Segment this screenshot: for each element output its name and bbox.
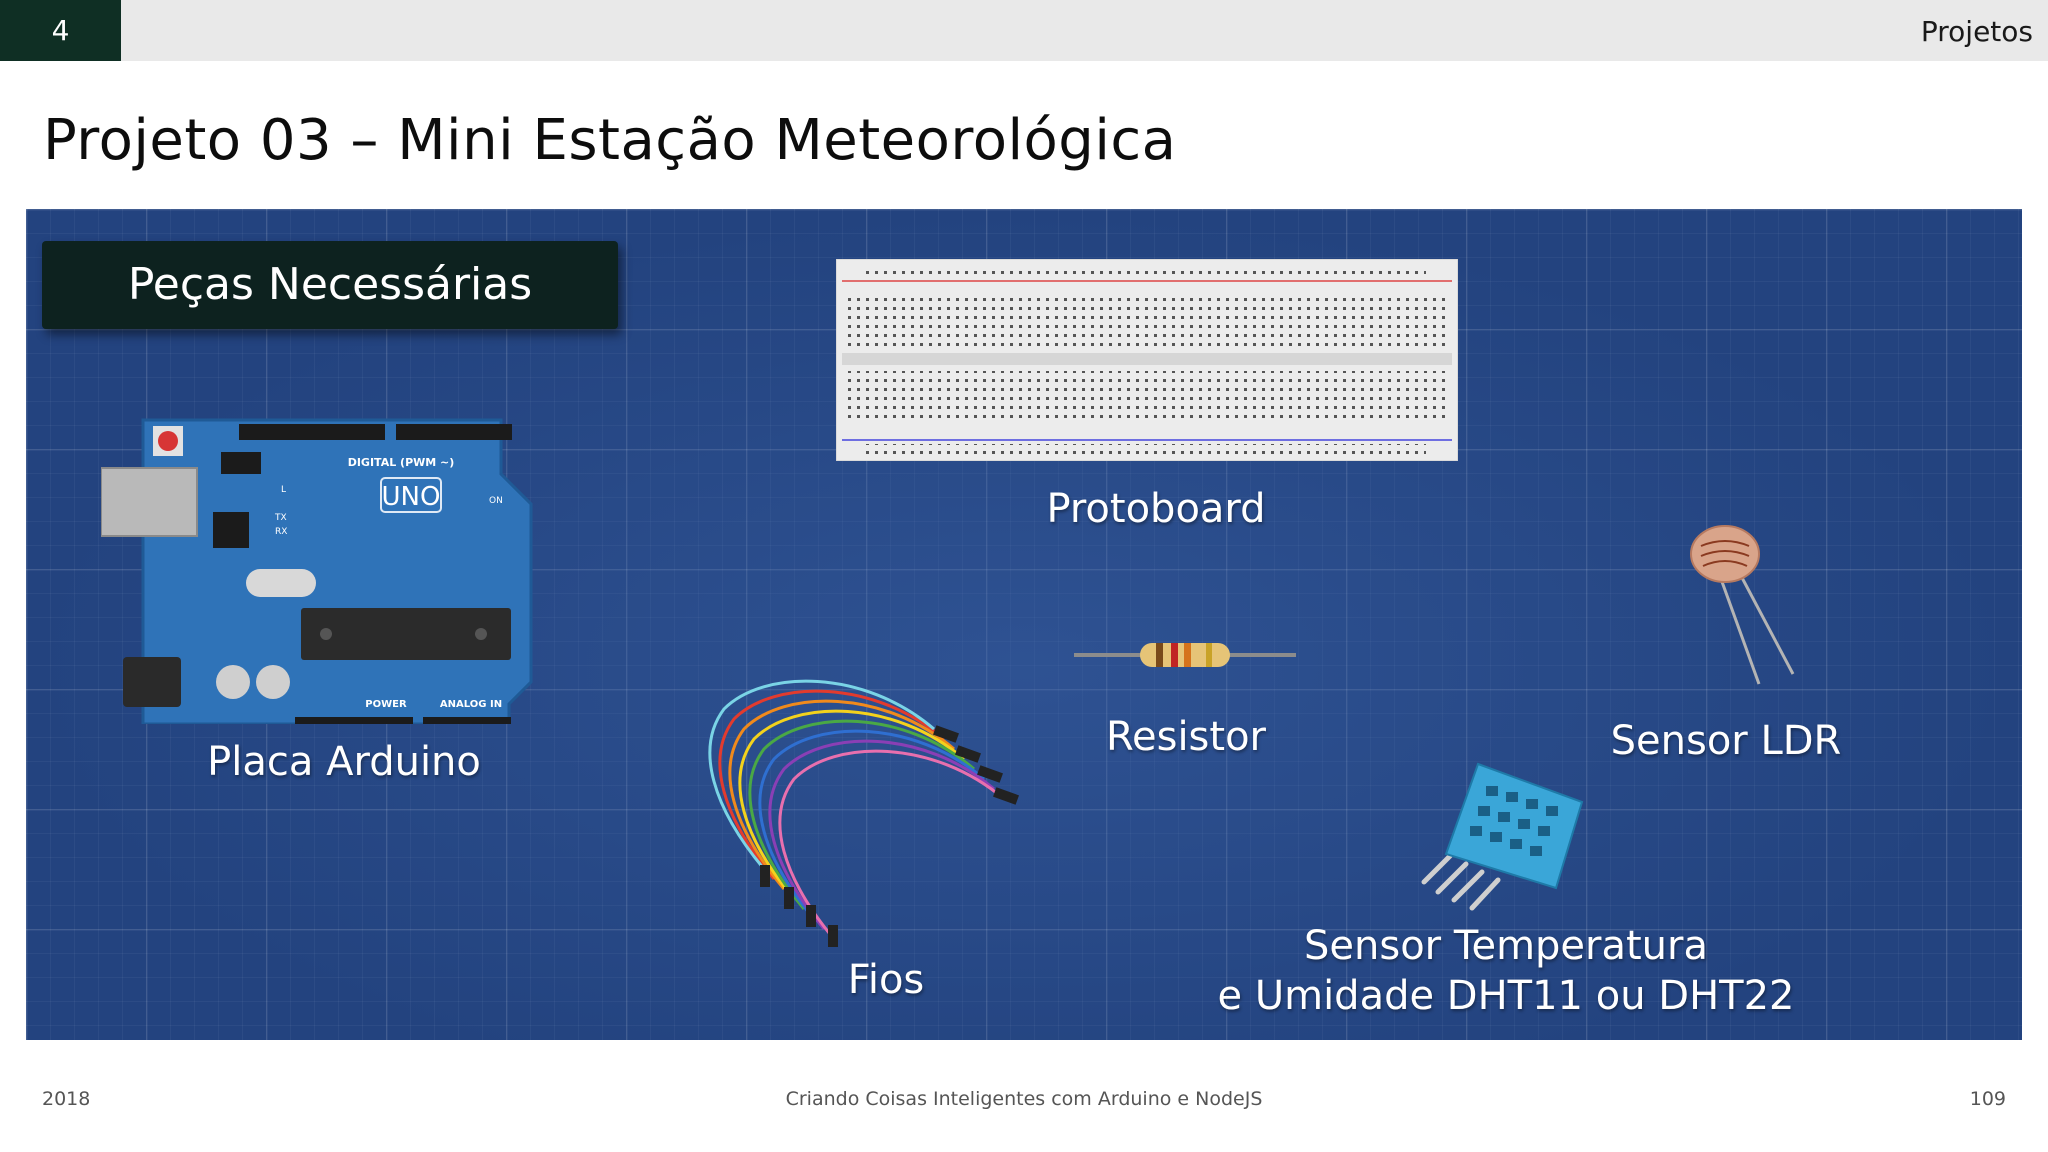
page-title: Projeto 03 – Mini Estação Meteorológica xyxy=(43,108,1177,173)
footer-book-title: Criando Coisas Inteligentes com Arduino … xyxy=(785,1088,1263,1110)
tx-led-label: TX xyxy=(274,513,287,523)
protoboard-image xyxy=(836,259,1458,461)
protoboard-label: Protoboard xyxy=(1046,486,1266,532)
digital-header-label: DIGITAL (PWM ~) xyxy=(348,456,455,469)
board-model-label: UNO xyxy=(382,482,441,512)
analog-header-label: ANALOG IN xyxy=(440,699,502,710)
dht-sensor-image xyxy=(1421,762,1584,911)
jumper-wires-image xyxy=(708,679,1019,947)
parts-panel: Peças Necessárias UNO DIGITAL (PWM ~) PO… xyxy=(26,209,2022,1040)
dht-label-line1: Sensor Temperatura xyxy=(1304,923,1708,969)
rx-led-label: RX xyxy=(275,527,287,537)
ldr-label: Sensor LDR xyxy=(1610,718,1842,764)
on-led-label: ON xyxy=(489,496,503,506)
resistor-image xyxy=(1074,643,1296,667)
chapter-number-badge: 4 xyxy=(0,0,121,61)
arduino-board-image: UNO DIGITAL (PWM ~) POWER ANALOG IN ON T… xyxy=(101,418,533,724)
dht-label-line2: e Umidade DHT11 ou DHT22 xyxy=(1217,973,1795,1019)
resistor-label: Resistor xyxy=(1106,714,1266,760)
l-led-label: L xyxy=(281,485,286,495)
arduino-label: Placa Arduino xyxy=(207,739,481,785)
power-header-label: POWER xyxy=(365,699,407,710)
section-label: Projetos xyxy=(1920,15,2033,48)
top-bar xyxy=(0,0,2048,61)
parts-heading: Peças Necessárias xyxy=(42,241,618,329)
wires-label: Fios xyxy=(847,957,925,1003)
footer-page-number: 109 xyxy=(1969,1088,2006,1110)
footer-year: 2018 xyxy=(42,1088,91,1110)
ldr-sensor-image xyxy=(1690,525,1795,685)
